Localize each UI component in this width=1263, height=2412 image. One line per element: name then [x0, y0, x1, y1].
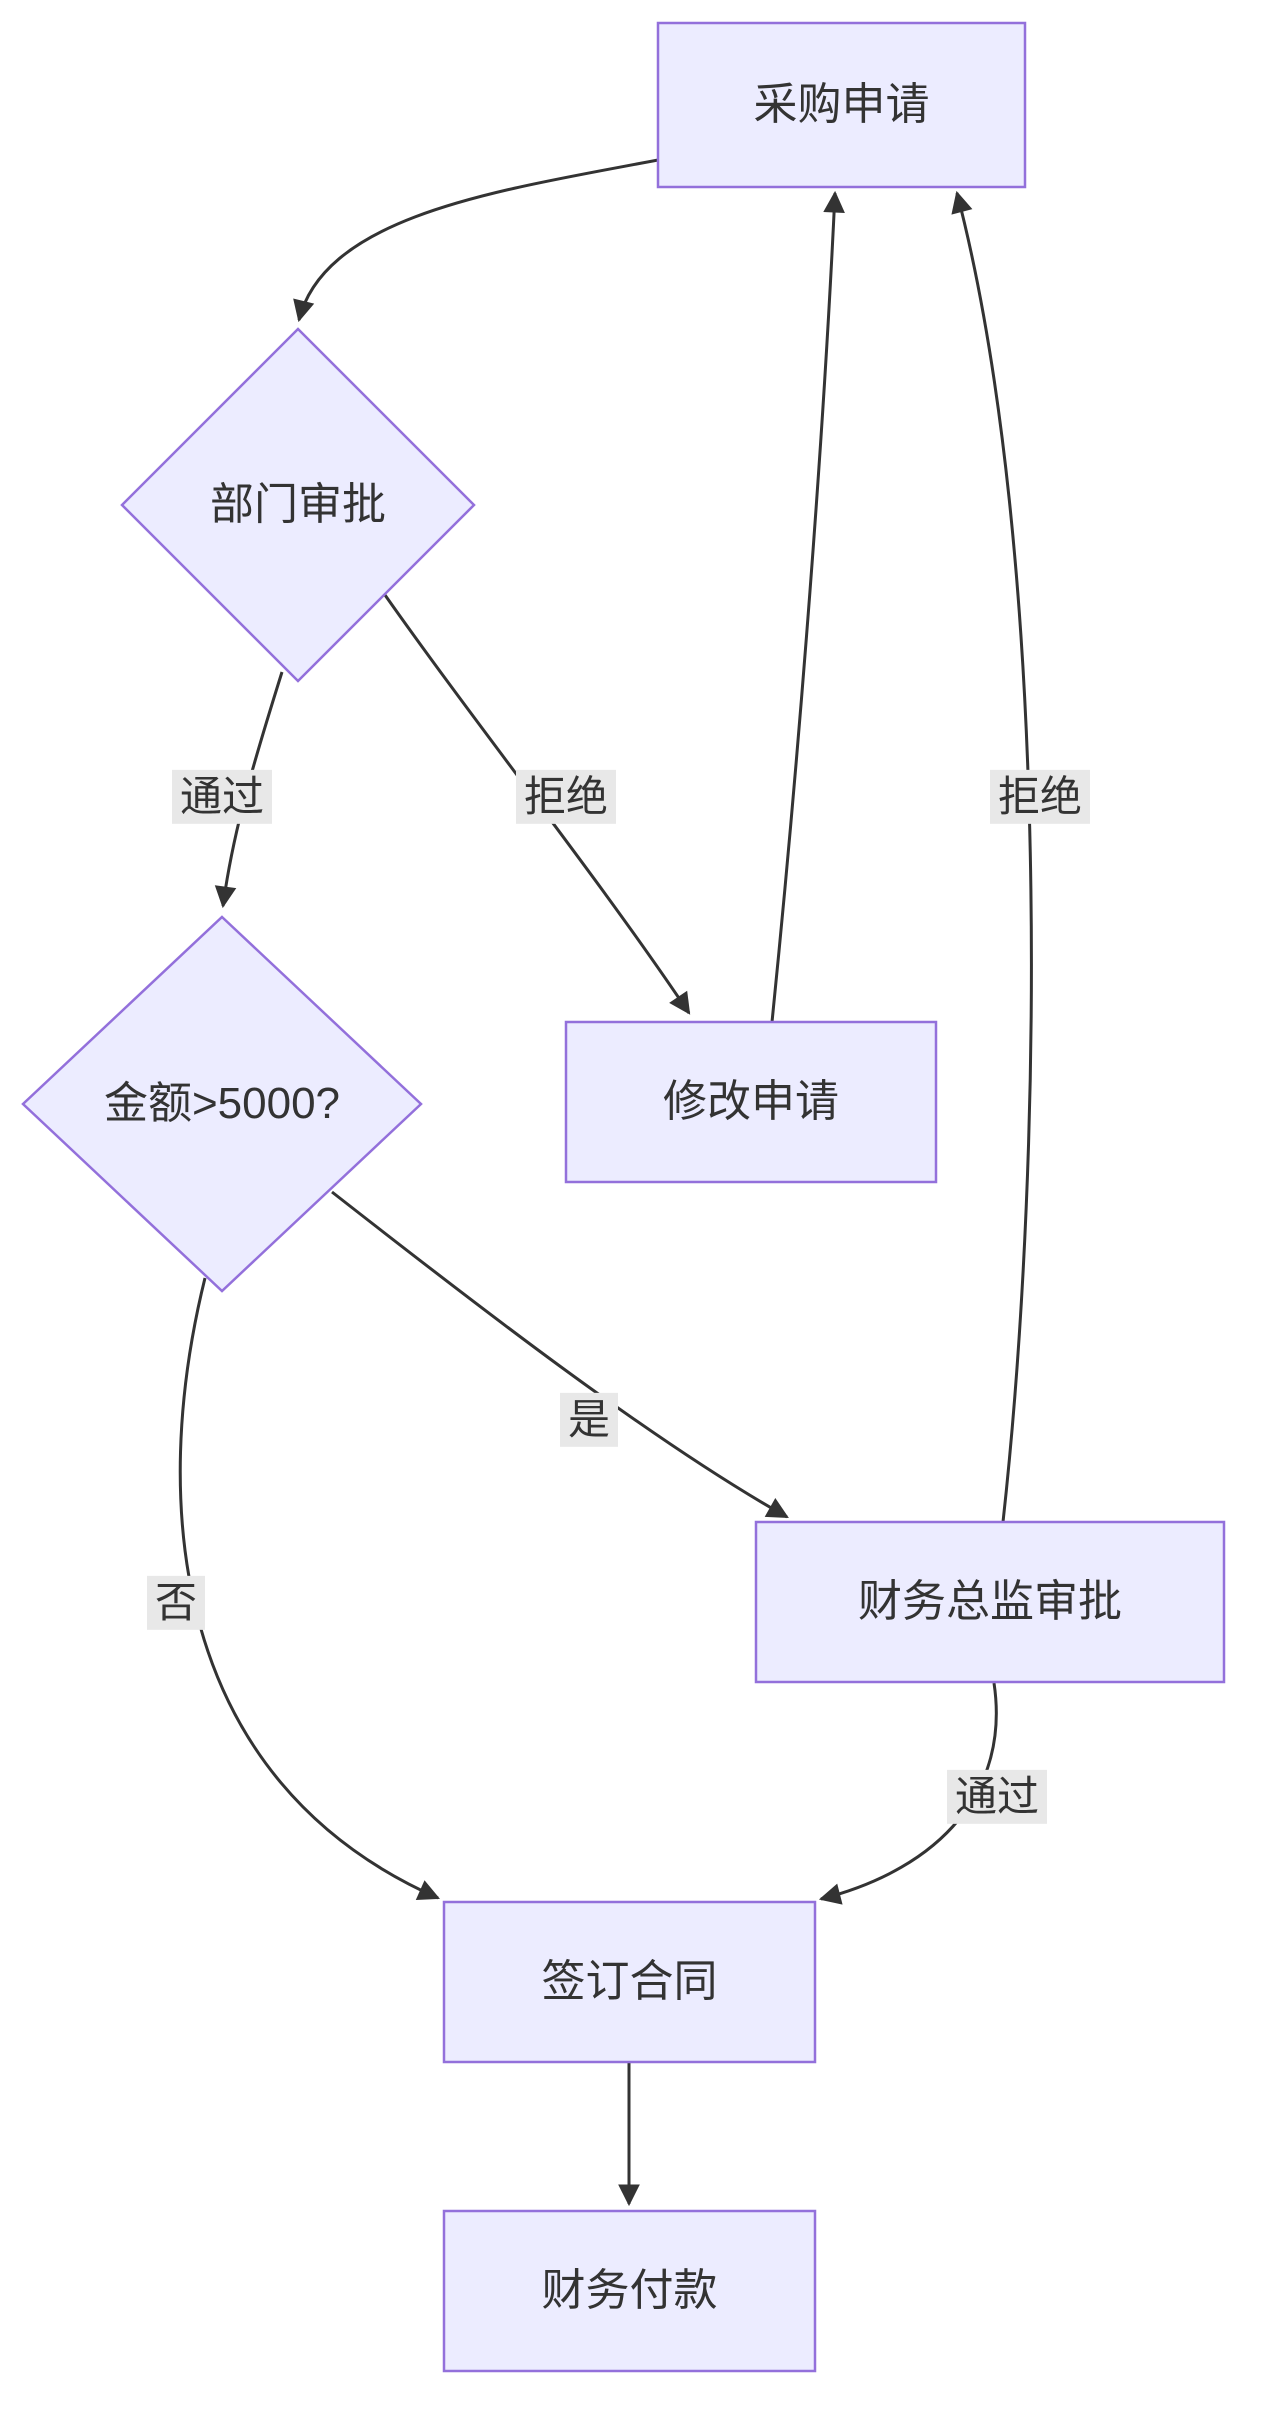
edge-dept-to-amount — [214, 671, 284, 909]
node-finance-director-approval-shape — [754, 1520, 1226, 1684]
edge-modify-to-purchase — [770, 190, 845, 1023]
edge-director-to-contract — [818, 1682, 998, 1905]
edge-director-to-purchase — [951, 190, 1033, 1523]
node-dept-approval-shape — [120, 327, 476, 683]
edge-dept-to-modify — [383, 594, 691, 1015]
node-modify-request-shape — [564, 1020, 938, 1184]
node-amount-check-shape — [21, 915, 423, 1293]
edge-purchase-to-dept — [293, 158, 659, 323]
node-finance-payment-shape — [442, 2209, 817, 2373]
edge-amount-to-director — [331, 1190, 789, 1519]
node-sign-contract-shape — [442, 1900, 817, 2064]
edge-amount-to-contract — [178, 1277, 440, 1901]
node-purchase-request-shape — [656, 21, 1027, 189]
